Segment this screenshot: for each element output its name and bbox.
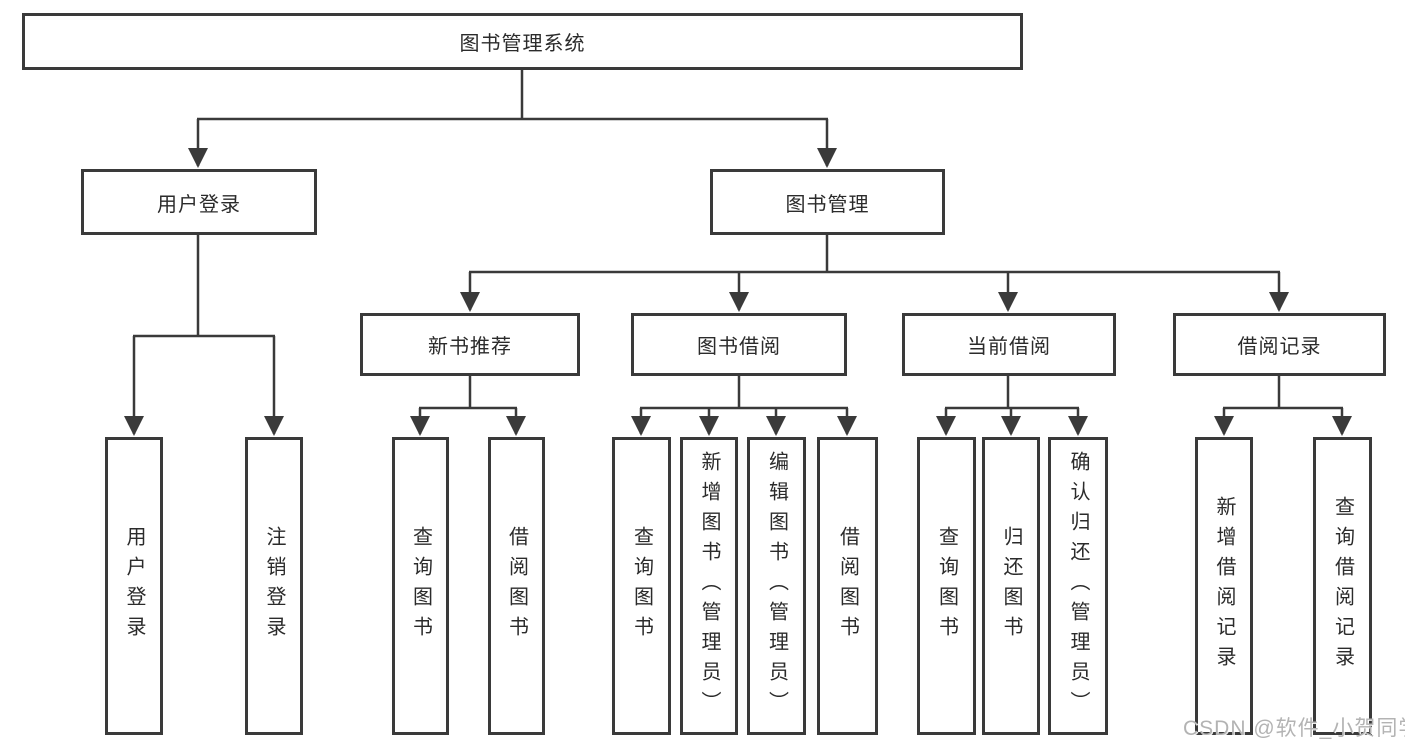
node-label: 借阅图书 [505, 526, 528, 646]
node-add-books-admin: 新增图书（管理员） [680, 437, 738, 735]
node-new-book-recommend: 新书推荐 [360, 313, 580, 376]
node-label: 注销登录 [263, 526, 285, 646]
node-query-books-2: 查询图书 [612, 437, 671, 735]
node-label: 用户登录 [157, 193, 241, 216]
node-book-borrow: 图书借阅 [631, 313, 847, 376]
node-logout-action: 注销登录 [245, 437, 303, 735]
node-label: 编辑图书（管理员） [765, 451, 788, 721]
node-return-books: 归还图书 [982, 437, 1040, 735]
node-label: 确认归还（管理员） [1067, 451, 1089, 721]
node-library-management-system: 图书管理系统 [22, 13, 1023, 70]
node-label: 新增借阅记录 [1213, 496, 1235, 676]
node-label: 图书管理系统 [459, 33, 586, 55]
node-user-login-action: 用户登录 [105, 437, 163, 735]
node-label: 新增图书（管理员） [698, 451, 720, 721]
node-label: 新书推荐 [428, 336, 512, 358]
node-label: 归还图书 [1000, 526, 1022, 646]
node-book-management: 图书管理 [710, 169, 945, 235]
node-query-books-3: 查询图书 [917, 437, 976, 735]
node-confirm-return-admin: 确认归还（管理员） [1048, 437, 1108, 735]
node-user-login: 用户登录 [81, 169, 317, 235]
node-label: 借阅记录 [1237, 336, 1322, 358]
node-borrow-record: 借阅记录 [1173, 313, 1386, 376]
node-label: 图书管理 [785, 193, 870, 216]
node-label: 图书借阅 [697, 336, 781, 358]
node-borrow-books-1: 借阅图书 [488, 437, 545, 735]
node-add-borrow-record: 新增借阅记录 [1195, 437, 1253, 735]
node-current-borrow: 当前借阅 [902, 313, 1116, 376]
node-label: 查询图书 [630, 526, 653, 646]
node-label: 借阅图书 [836, 526, 859, 646]
node-query-books-1: 查询图书 [392, 437, 449, 735]
node-label: 用户登录 [123, 526, 145, 646]
node-label: 当前借阅 [967, 336, 1051, 358]
node-edit-books-admin: 编辑图书（管理员） [747, 437, 806, 735]
node-borrow-books-2: 借阅图书 [817, 437, 878, 735]
node-query-borrow-record: 查询借阅记录 [1313, 437, 1372, 735]
node-label: 查询图书 [409, 526, 432, 646]
csdn-watermark: CSDN @软件_小贺同学 [1183, 717, 1405, 740]
node-label: 查询借阅记录 [1331, 496, 1354, 676]
node-label: 查询图书 [935, 526, 958, 646]
